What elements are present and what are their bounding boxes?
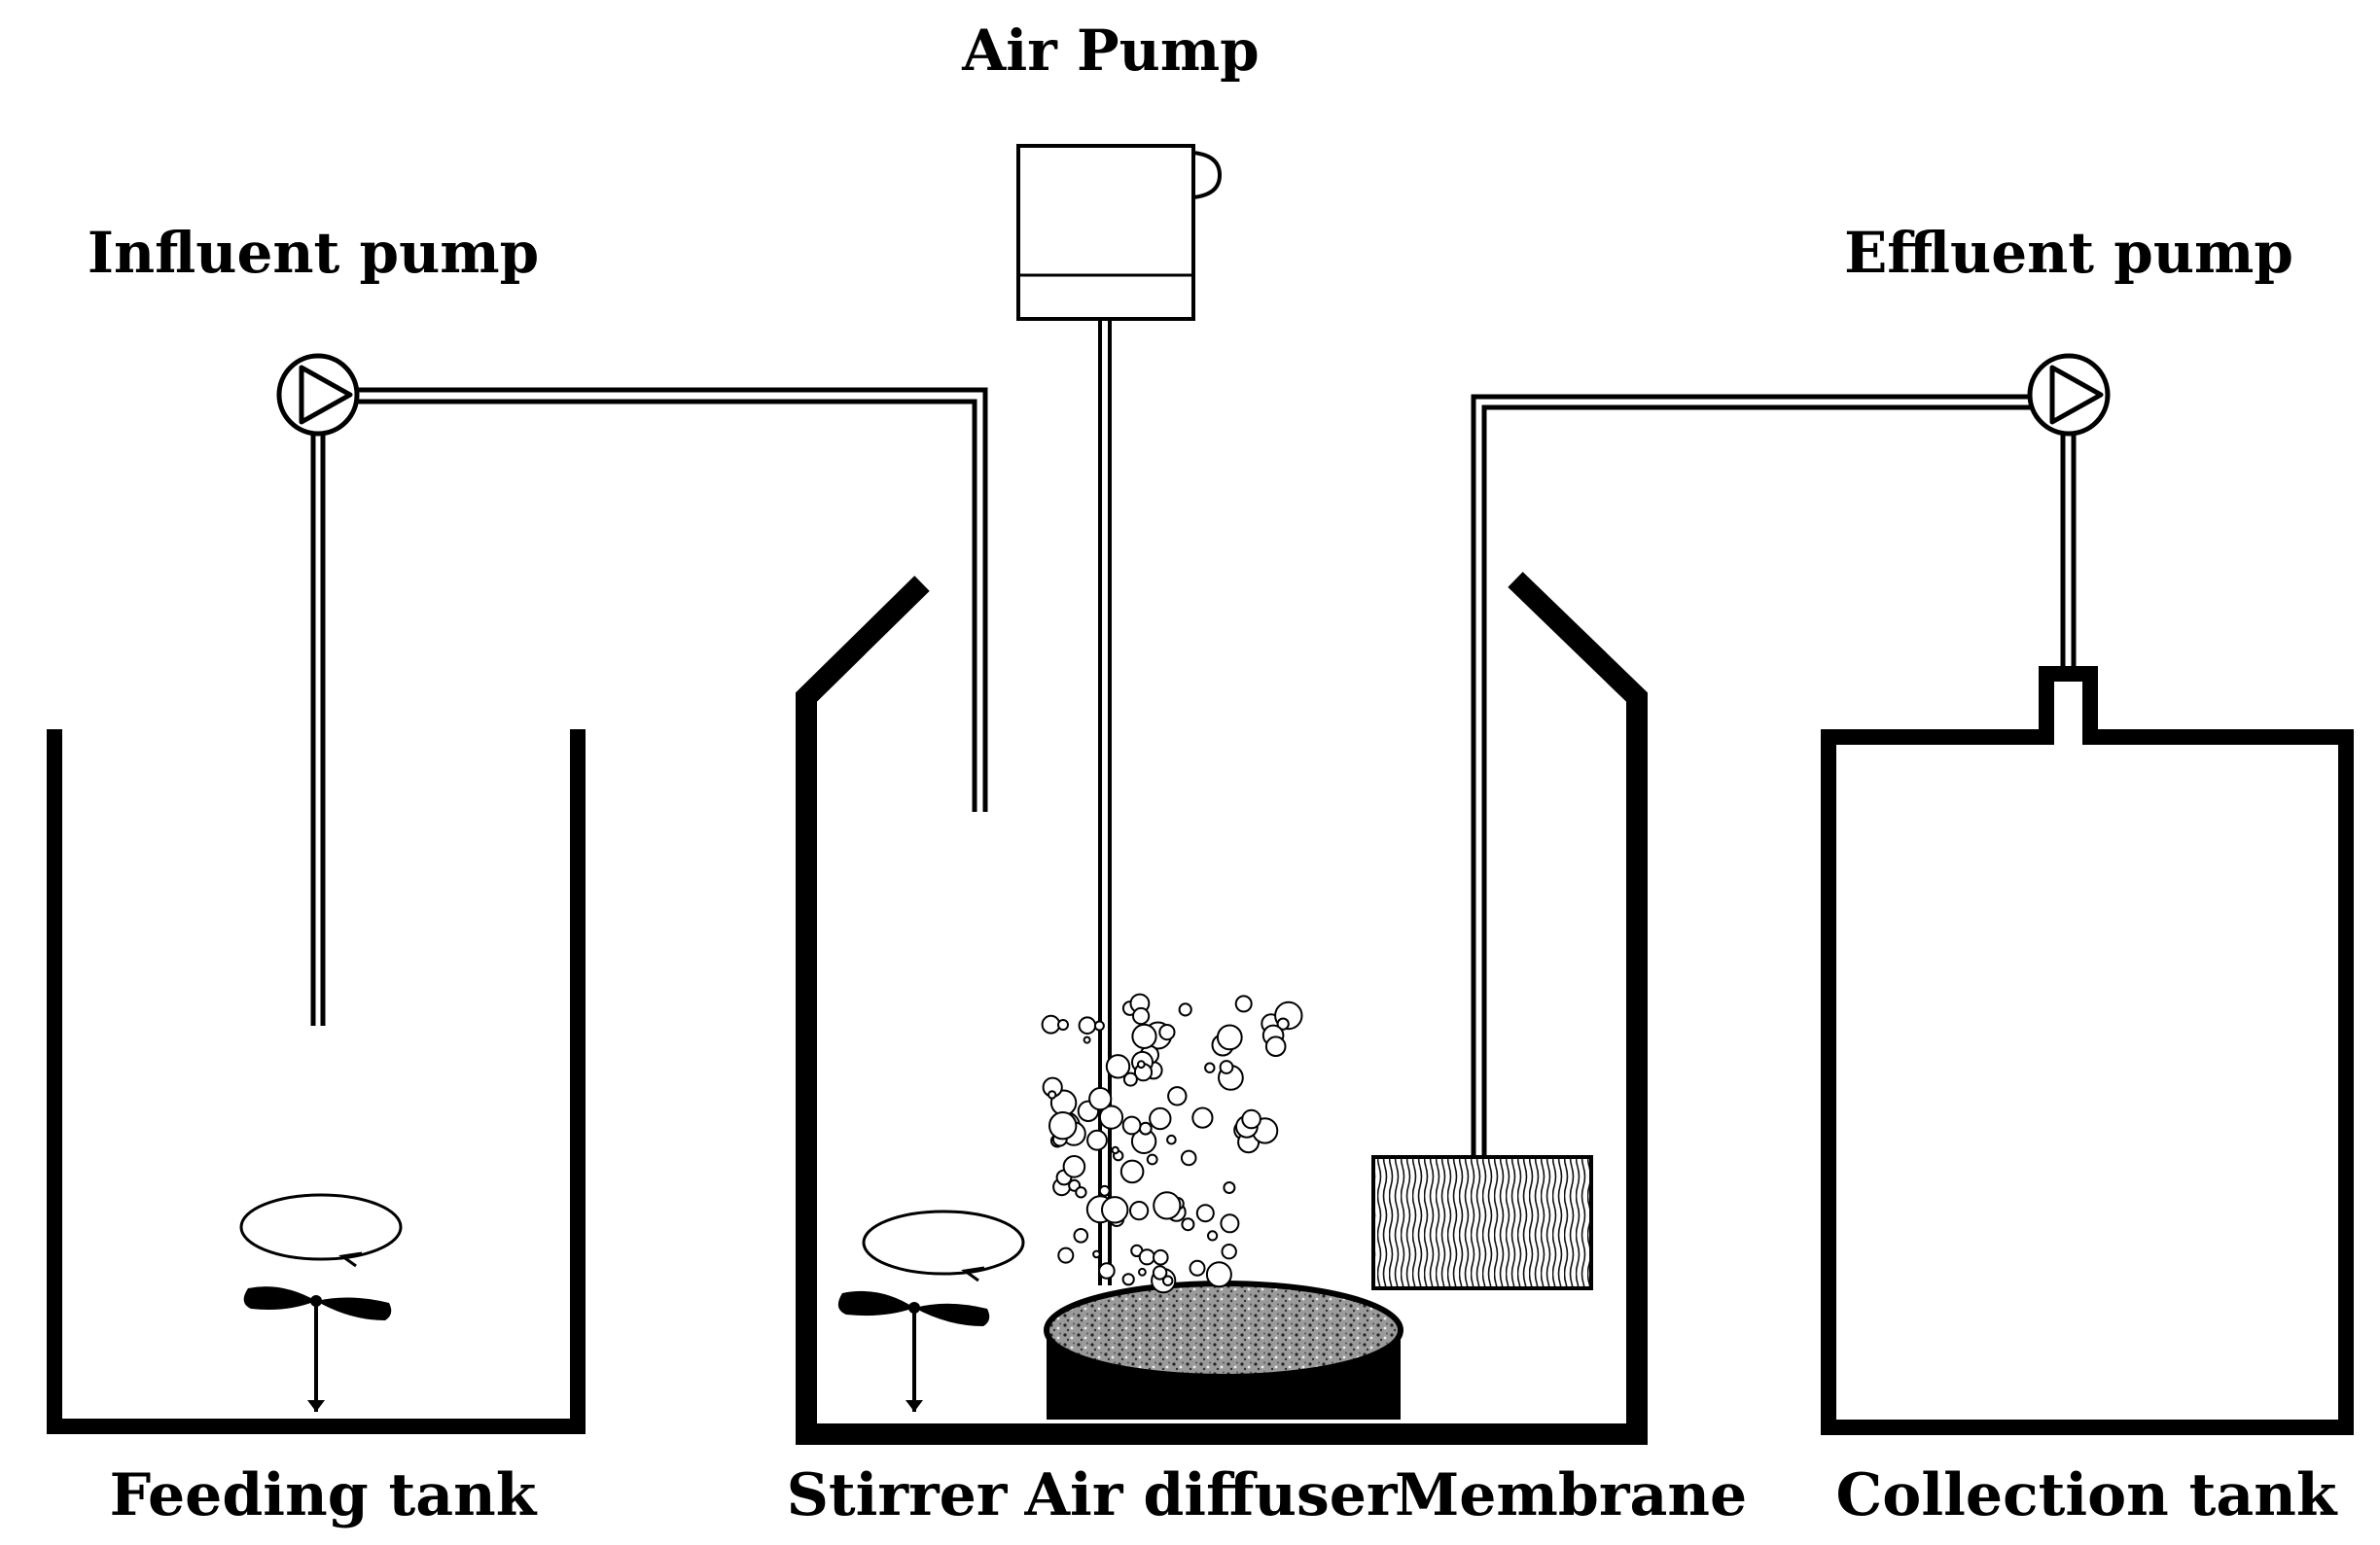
air-bubble: [1083, 1036, 1091, 1044]
air-bubble: [1098, 1262, 1116, 1280]
influent-pump-label: Influent pump: [88, 220, 539, 286]
air-bubble: [1057, 1247, 1075, 1264]
air-bubble: [1181, 1217, 1195, 1232]
air-bubble: [1138, 1121, 1153, 1136]
air-bubble: [1264, 1036, 1287, 1057]
air-bubble: [1062, 1155, 1086, 1178]
effluent-pipe: [1471, 394, 2077, 1157]
air-diffuser-icon: [1044, 1281, 1403, 1420]
air-bubble: [1158, 1024, 1176, 1041]
air-bubble: [1119, 1159, 1145, 1184]
air-bubble: [1191, 1106, 1214, 1129]
air-bubble: [1276, 1017, 1290, 1031]
stirrer-label: Stirrer: [787, 1461, 1009, 1529]
collection-tank-label: Collection tank: [1836, 1461, 2338, 1529]
air-pump-icon: [1016, 144, 1223, 321]
air-diffuser-label: Air diffuser: [1023, 1461, 1398, 1529]
air-bubble: [1078, 1016, 1097, 1035]
feeding-tank: [47, 729, 586, 1434]
air-bubble: [1153, 1191, 1182, 1220]
air-bubble: [1149, 1106, 1172, 1131]
air-bubble: [1132, 1006, 1151, 1026]
reactor-stirrer-icon: [837, 1210, 1025, 1412]
air-bubble: [1088, 1087, 1113, 1111]
air-pump-label: Air Pump: [961, 18, 1260, 84]
membrane-module-icon: [1371, 1155, 1593, 1290]
air-bubble: [1075, 1186, 1087, 1199]
collection-tank: [1821, 666, 2354, 1435]
air-bubble: [1204, 1062, 1216, 1073]
air-bubbles: [1041, 993, 1303, 1294]
influent-pipe: [310, 387, 988, 1026]
air-bubble: [1086, 1129, 1108, 1151]
air-bubble: [1121, 1115, 1142, 1136]
air-bubble: [1122, 1071, 1138, 1087]
air-bubble: [1180, 1149, 1197, 1167]
air-bubble: [1101, 1196, 1129, 1224]
air-bubble: [1098, 1184, 1111, 1197]
air-bubble: [1111, 1145, 1119, 1155]
air-bubble: [1098, 1105, 1124, 1130]
air-bubble: [1221, 1244, 1237, 1260]
air-bubble: [1138, 1267, 1147, 1277]
feeding-tank-label: Feeding tank: [110, 1461, 538, 1529]
air-bubble: [1195, 1204, 1215, 1223]
air-bubble: [1146, 1153, 1158, 1166]
air-bubble: [1189, 1259, 1206, 1277]
effluent-pump-icon: [2027, 353, 2111, 437]
air-bubble: [1105, 1054, 1131, 1079]
effluent-pump-label: Effluent pump: [1844, 220, 2293, 286]
air-bubble: [1178, 1002, 1192, 1017]
air-bubble: [1093, 1020, 1105, 1032]
reactor-tank: [796, 572, 1648, 1445]
air-bubble: [1220, 1213, 1240, 1234]
air-bubble: [1219, 1060, 1234, 1074]
air-bubble: [1207, 1230, 1219, 1242]
air-bubble: [1162, 1275, 1174, 1286]
air-bubble: [1153, 1248, 1169, 1266]
air-bubble: [1121, 1273, 1135, 1286]
influent-pump-icon: [276, 353, 360, 437]
air-bubble: [1048, 1090, 1057, 1100]
air-bubble: [1205, 1261, 1232, 1288]
air-bubble: [1152, 1265, 1168, 1281]
air-bubble: [1138, 1248, 1155, 1266]
membrane-label: Membrane: [1395, 1461, 1747, 1529]
air-bubble: [1092, 1249, 1101, 1259]
air-bubble: [1234, 995, 1253, 1013]
air-bubble: [1216, 1024, 1243, 1051]
air-bubble: [1057, 1019, 1069, 1031]
air-bubble: [1223, 1181, 1236, 1194]
air-bubble: [1166, 1134, 1177, 1145]
feeding-tank-stirrer-icon: [239, 1193, 403, 1412]
air-bubble: [1048, 1111, 1078, 1141]
air-bubble: [1073, 1228, 1089, 1244]
air-bubble: [1167, 1086, 1188, 1106]
air-bubble: [1136, 1060, 1146, 1070]
air-bubble: [1129, 1201, 1150, 1221]
air-bubble: [1131, 1023, 1157, 1050]
air-bubble: [1041, 1014, 1061, 1035]
air-bubble: [1241, 1108, 1261, 1130]
